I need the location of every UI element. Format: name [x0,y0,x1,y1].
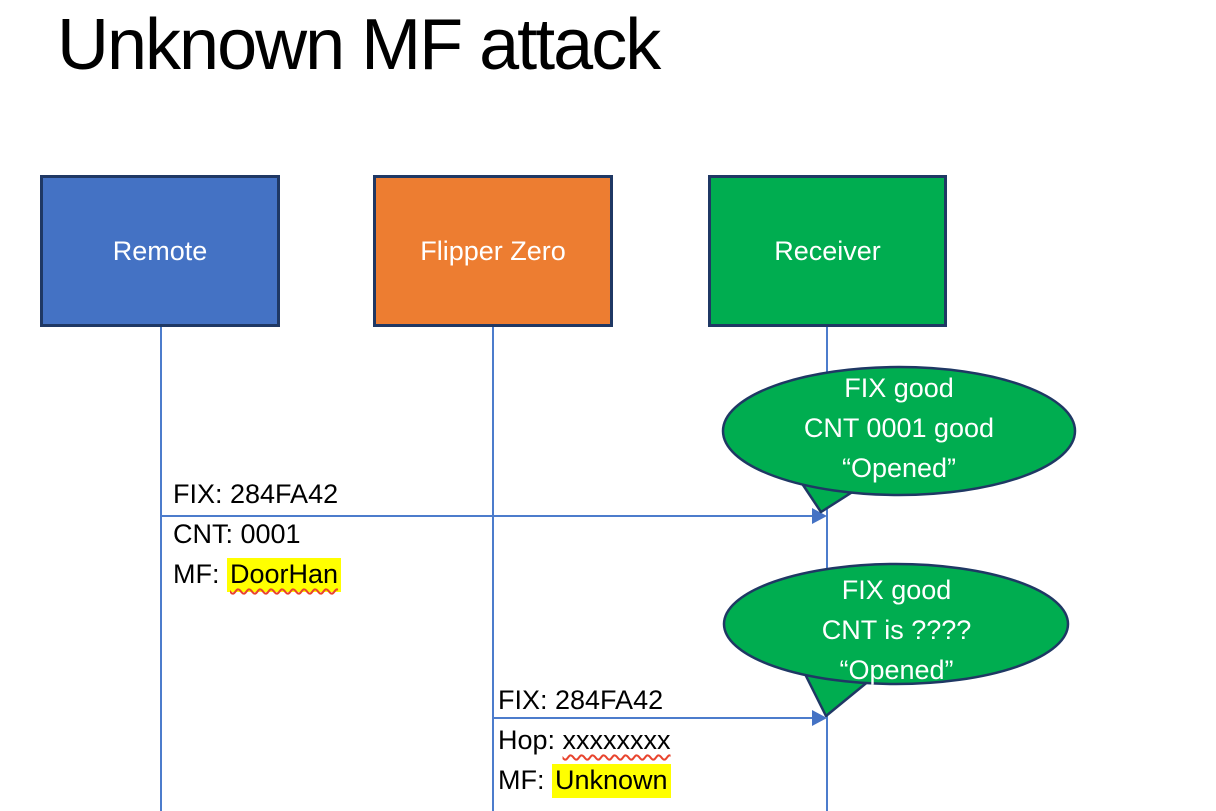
callout-1-bubble-shape [721,365,1077,514]
lifeline-remote [160,327,162,811]
message-1-line-3-prefix: MF: [173,559,227,589]
message-1-line-3: MF: DoorHan [173,554,342,594]
callout-1-line-2: CNT 0001 good [803,413,995,443]
actor-label-flipper: Flipper Zero [420,235,566,266]
callout-2-text: FIX good CNT is ???? “Opened” [725,570,1068,690]
message-2-line-3-prefix: MF: [498,765,552,795]
message-2-line-2-value: xxxxxxxx [562,725,671,755]
message-1-line-2: CNT: 0001 [173,519,301,549]
callout-2-line-2: CNT is ???? [821,615,972,645]
arrowhead-right-icon [812,710,827,726]
message-2-line-2: Hop: xxxxxxxx [498,720,671,760]
message-1-line-1: FIX: 284FA42 [173,479,339,509]
message-2-line-1: FIX: 284FA42 [498,685,664,715]
actor-box-remote: Remote [40,175,280,327]
callout-2-line-1: FIX good [841,575,952,605]
callout-1-line-3: “Opened” [841,453,957,483]
slide-title: Unknown MF attack [57,5,661,85]
message-arrow-1-line [161,515,813,517]
message-1-line-3-highlighted-value: DoorHan [227,558,342,592]
callout-1-line-1: FIX good [844,373,954,403]
message-2-line-3-highlighted-value: Unknown [552,764,671,798]
callout-2-bubble-shape [722,562,1070,718]
message-arrow-2-line [493,717,813,719]
actor-box-receiver: Receiver [708,175,947,327]
actor-label-remote: Remote [112,235,208,266]
callout-2-line-3: “Opened” [839,655,954,685]
message-1-labels: FIX: 284FA42 CNT: 0001 MF: DoorHan [173,474,342,594]
actor-label-receiver: Receiver [774,235,881,266]
actor-box-flipper: Flipper Zero [373,175,613,327]
lifeline-flipper [492,327,494,811]
callout-1-text: FIX good CNT 0001 good “Opened” [723,368,1075,488]
callout-1-ellipse [721,365,1077,497]
message-2-line-2-prefix: Hop: [498,725,563,755]
message-2-labels: FIX: 284FA42 Hop: xxxxxxxx MF: Unknown [498,680,671,800]
callout-2-ellipse [722,562,1070,686]
message-2-line-3: MF: Unknown [498,760,671,800]
